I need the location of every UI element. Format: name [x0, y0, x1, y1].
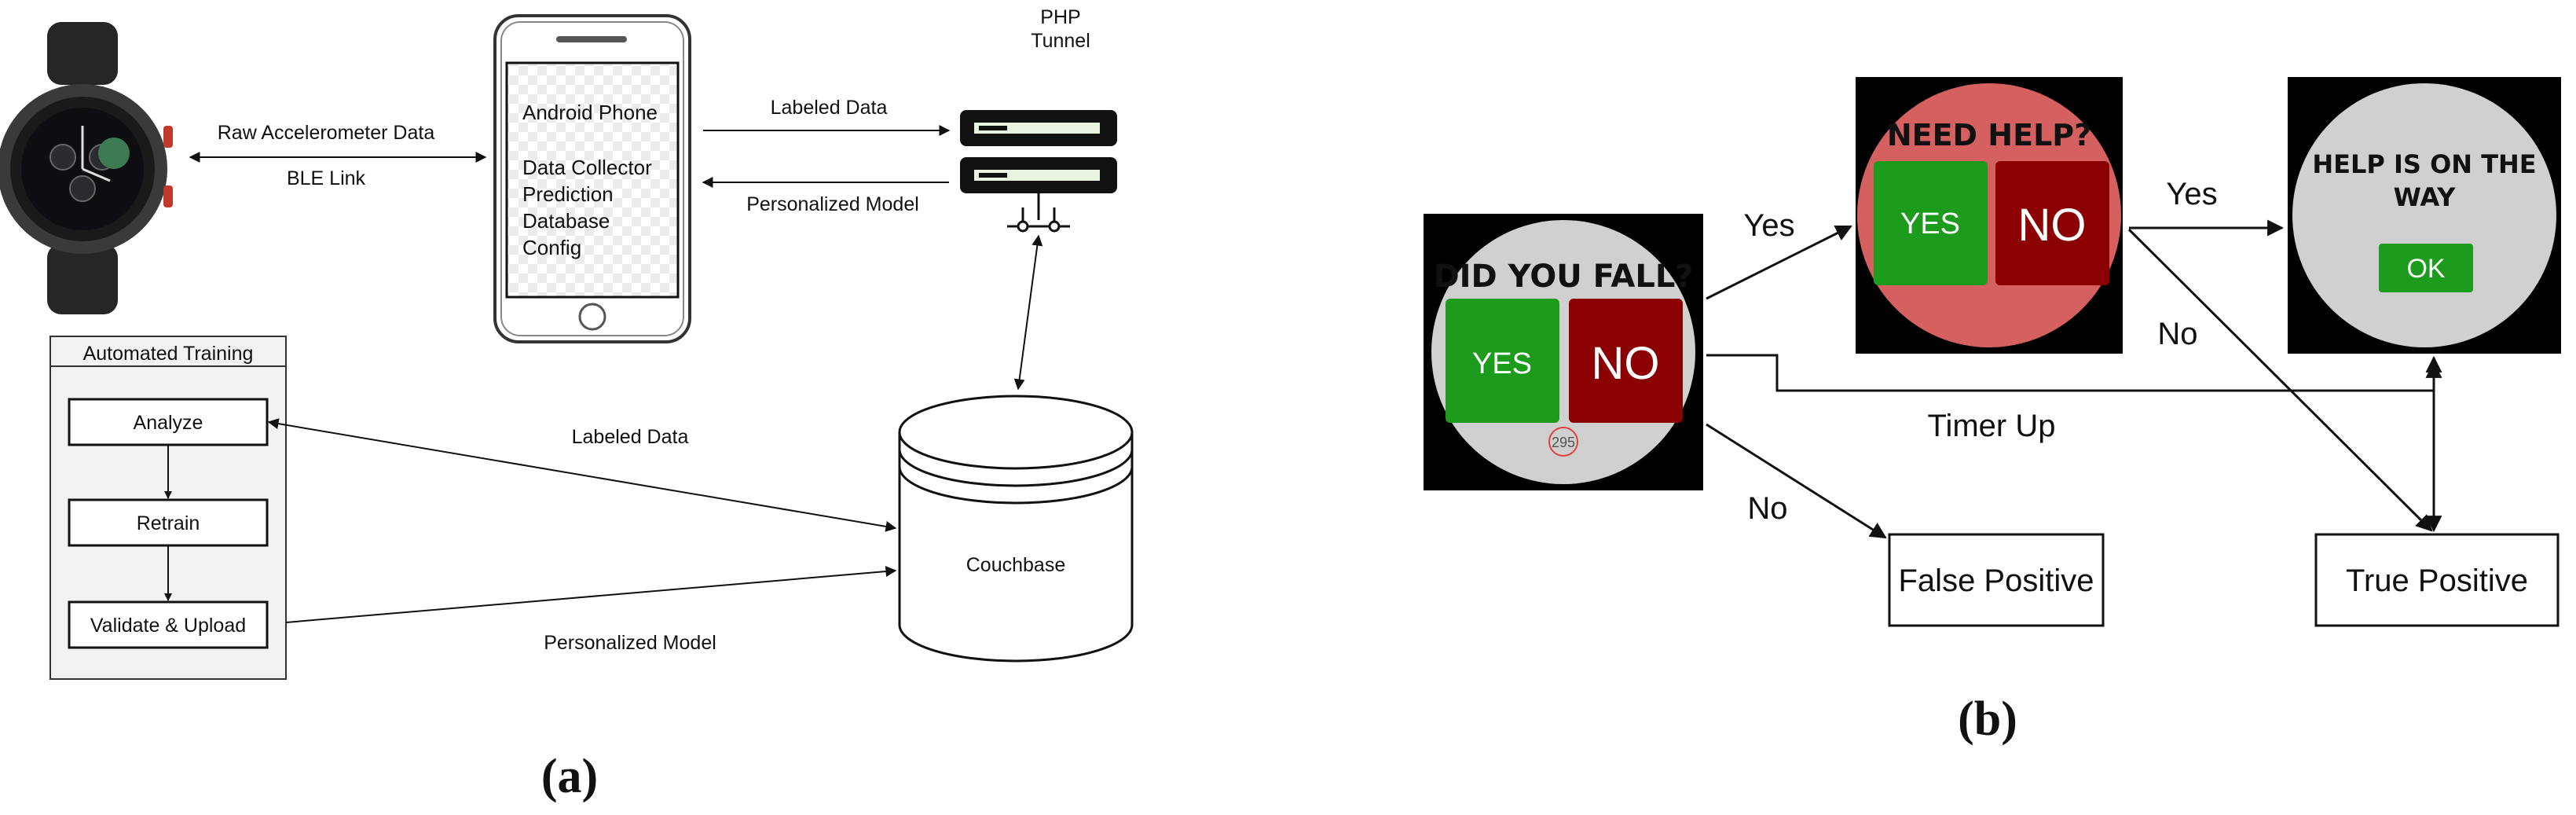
help-title-line-2: WAY — [2394, 182, 2457, 212]
panel-a: Raw Accelerometer Data BLE Link Android … — [0, 6, 1134, 803]
no-label-2: No — [2157, 317, 2197, 351]
help-title-line-1: HELP IS ON THE — [2312, 149, 2536, 179]
false-positive-label: False Positive — [1899, 564, 2094, 598]
ok-button-label: OK — [2406, 254, 2445, 284]
caption-a: (a) — [541, 750, 598, 803]
countdown-timer: 295 — [1552, 435, 1575, 450]
timer-up-arrow — [1706, 354, 2442, 392]
labeled-data-bottom-label: Labeled Data — [572, 426, 689, 448]
yes-button[interactable] — [1446, 299, 1559, 423]
tunnel-label: Tunnel — [1031, 30, 1090, 52]
phone-item: Prediction — [522, 182, 614, 206]
true-positive-box: True Positive — [2314, 533, 2560, 627]
couchbase-label: Couchbase — [966, 554, 1065, 576]
no-button-label: NO — [1592, 338, 1660, 389]
true-positive-label: True Positive — [2346, 564, 2528, 598]
no-arrow-1 — [1706, 423, 1887, 539]
server-db-arrow — [1013, 234, 1043, 391]
phone-item: Data Collector — [522, 156, 652, 179]
step-validate-upload: Validate & Upload — [90, 615, 246, 637]
need-help-screen: NEED HELP? YES NO — [1856, 77, 2123, 354]
timer-up-label: Timer Up — [1928, 409, 2056, 443]
raw-data-label: Raw Accelerometer Data — [218, 122, 435, 144]
couchbase-database: Couchbase — [898, 395, 1134, 663]
android-phone: Android Phone Data Collector Prediction … — [493, 14, 691, 343]
personalized-model-top-label: Personalized Model — [746, 193, 919, 215]
smartwatch-icon — [0, 22, 173, 314]
yes-arrow-1 — [1706, 225, 1852, 300]
panel-b: DID YOU FALL? YES NO 295 NEED HELP? YES … — [1424, 77, 2561, 746]
yes-label-1: Yes — [1743, 208, 1794, 243]
ok-button[interactable] — [2379, 244, 2473, 292]
no-label-1: No — [1747, 491, 1787, 526]
ble-link-label: BLE Link — [287, 167, 366, 189]
phone-title: Android Phone — [522, 101, 658, 124]
countdown-ring — [1548, 427, 1578, 457]
labeled-data-bottom-arrow — [267, 418, 897, 532]
phone-item: Database — [522, 209, 610, 233]
false-positive-box: False Positive — [1888, 533, 2105, 627]
yes-button-label: YES — [1900, 207, 1960, 240]
yes-button-label: YES — [1472, 347, 1532, 380]
help-on-way-screen: HELP IS ON THE WAY OK — [2288, 77, 2561, 354]
caption-b: (b) — [1958, 692, 2017, 746]
no-button-label: NO — [2018, 200, 2087, 251]
labeled-data-top-label: Labeled Data — [771, 97, 888, 119]
training-title: Automated Training — [83, 343, 254, 365]
need-help-title: NEED HELP? — [1887, 118, 2091, 152]
no-button[interactable] — [1569, 299, 1683, 423]
php-label: PHP — [1040, 6, 1080, 28]
did-you-fall-screen: DID YOU FALL? YES NO 295 — [1424, 214, 1703, 490]
step-analyze: Analyze — [134, 412, 203, 434]
no-button[interactable] — [1995, 161, 2109, 285]
automated-training-box: Automated Training Analyze Retrain Valid… — [49, 336, 287, 680]
yes-label-2: Yes — [2166, 177, 2217, 211]
personalized-model-bottom-label: Personalized Model — [544, 632, 716, 654]
did-you-fall-title: DID YOU FALL? — [1433, 259, 1693, 295]
yes-button[interactable] — [1874, 161, 1988, 285]
server-icon — [960, 110, 1117, 233]
phone-item: Config — [522, 236, 581, 259]
personalized-model-bottom-arrow — [285, 566, 897, 623]
step-retrain: Retrain — [137, 512, 200, 534]
no-arrow-2 — [2127, 228, 2433, 532]
